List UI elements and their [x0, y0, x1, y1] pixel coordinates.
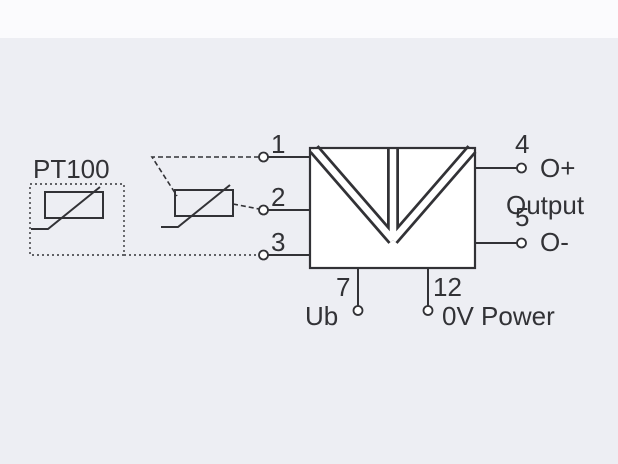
terminal-number-2: 2 [271, 182, 286, 212]
terminal-circle-12 [422, 305, 434, 316]
supply-ub-label: Ub [305, 301, 339, 331]
terminal-number-1: 1 [271, 129, 286, 159]
terminal-circle-4 [516, 162, 527, 174]
terminal-number-7: 7 [336, 272, 351, 302]
input-wires [268, 156, 310, 256]
output-wires [475, 167, 517, 244]
terminal-circles [258, 151, 527, 316]
output-minus-label: O- [540, 227, 569, 257]
terminal-number-4: 4 [515, 129, 530, 159]
terminal-number-12: 12 [433, 272, 462, 302]
top-margin-strip [0, 0, 618, 38]
terminal-circle-1 [258, 151, 269, 163]
device-logo-mark [309, 145, 477, 244]
transmitter-box [308, 145, 477, 270]
terminal-circle-7 [352, 305, 364, 316]
terminal-circle-3 [258, 249, 269, 261]
power-wires [357, 268, 429, 306]
terminal-circle-2 [258, 204, 269, 216]
rtd-symbol-primary [31, 186, 104, 230]
sensor-label: PT100 [33, 154, 110, 184]
terminal-number-3: 3 [271, 227, 286, 257]
dashed-sensor-wires [150, 156, 260, 210]
supply-0v-label: 0V Power [442, 301, 555, 331]
output-plus-label: O+ [540, 153, 576, 183]
dotted-sensor-enclosure [29, 183, 258, 256]
rtd-symbol-alt [161, 184, 234, 228]
terminal-number-5: 5 [515, 202, 530, 232]
output-label: Output [506, 190, 585, 220]
terminal-circle-5 [516, 237, 527, 249]
